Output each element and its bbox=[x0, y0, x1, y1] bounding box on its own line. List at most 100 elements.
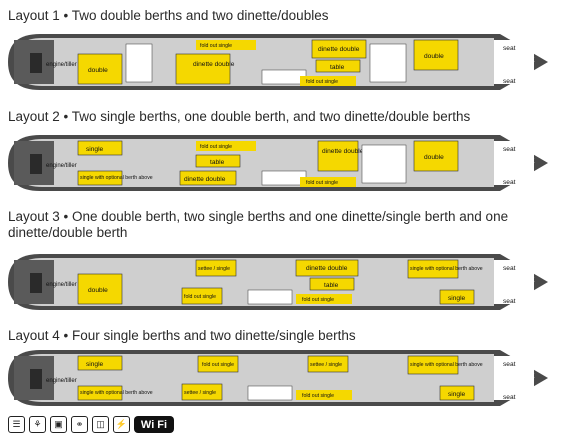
room-label: double bbox=[88, 287, 108, 294]
room-label: fold out single bbox=[200, 43, 232, 49]
berth-single-1 bbox=[77, 355, 123, 371]
berth-fold-out-single-1 bbox=[181, 287, 223, 305]
seat-label: seat bbox=[503, 361, 516, 368]
room-label: table bbox=[210, 159, 225, 166]
berth-single-fwd bbox=[439, 289, 475, 305]
berth-single-optional bbox=[407, 355, 459, 375]
layout-4-boat-plan: engine/tiller WELL DECK seat seat single… bbox=[8, 350, 548, 406]
room-label: settee / single bbox=[198, 266, 230, 272]
room-label: single with optional berth above bbox=[80, 390, 153, 396]
table bbox=[309, 277, 355, 291]
seat-label: seat bbox=[503, 394, 516, 401]
layout-3-title-text: Layout 3 • One double berth, two single … bbox=[8, 209, 509, 240]
layout-4-title: Layout 4 • Four single berths and two di… bbox=[8, 328, 356, 343]
engine-tiller-label: engine/tiller bbox=[46, 62, 77, 68]
galley bbox=[261, 170, 307, 186]
room-label: fold out single bbox=[184, 294, 216, 300]
berth-double-fwd bbox=[413, 140, 459, 172]
seat-label: seat bbox=[503, 265, 516, 272]
seat-label: seat bbox=[503, 146, 516, 153]
table bbox=[195, 154, 241, 168]
layout-1-boat-plan: engine/tiller WELL DECK seat seat double… bbox=[8, 34, 548, 90]
key-icon: ⚭ bbox=[71, 416, 88, 433]
radiator-icon: ☰ bbox=[8, 416, 25, 433]
layout-3-boat-plan: engine/tiller WELL DECK seat seat double… bbox=[8, 254, 548, 310]
berth-fold-out-single-2 bbox=[300, 76, 356, 86]
room-label: single with optional berth above bbox=[80, 175, 153, 181]
room-label: dinette double bbox=[193, 61, 235, 68]
well-deck-label: WELL DECK bbox=[499, 278, 535, 284]
berth-dinette-double-1 bbox=[179, 170, 237, 186]
room-label: fold out single bbox=[200, 144, 232, 150]
room-label: fold out single bbox=[302, 297, 334, 303]
layout-2-title: Layout 2 • Two single berths, one double… bbox=[8, 109, 471, 124]
well-deck bbox=[494, 40, 534, 84]
room-label: single bbox=[86, 361, 104, 368]
berth-single-optional bbox=[407, 259, 459, 279]
berth-dinette-double-1 bbox=[175, 53, 231, 85]
well-deck-label: WELL DECK bbox=[499, 159, 535, 165]
room-label: double bbox=[424, 53, 444, 60]
room-label: double bbox=[88, 67, 108, 74]
engine-tiller-label: engine/tiller bbox=[46, 378, 77, 384]
well-deck bbox=[494, 141, 534, 185]
berth-double-aft bbox=[77, 273, 123, 305]
tv-icon: ▣ bbox=[50, 416, 67, 433]
berth-fold-out-single-2 bbox=[296, 294, 352, 304]
room-label: single bbox=[448, 295, 466, 302]
berth-dinette-double bbox=[295, 259, 359, 277]
room-label: single bbox=[448, 391, 466, 398]
berth-fold-out-single-1 bbox=[197, 355, 239, 373]
layout-3-title: Layout 3 • One double berth, two single … bbox=[8, 209, 568, 241]
table bbox=[315, 59, 361, 73]
room-label: dinette double bbox=[322, 148, 364, 155]
seat-label: seat bbox=[503, 298, 516, 305]
room-label: single with optional berth above bbox=[410, 266, 483, 272]
galley bbox=[247, 289, 293, 305]
room-label: dinette double bbox=[306, 265, 348, 272]
seat-label: seat bbox=[503, 45, 516, 52]
berth-dinette-double-2 bbox=[317, 140, 359, 172]
room-label: fold out single bbox=[306, 180, 338, 186]
berth-dinette-double-2 bbox=[311, 39, 367, 59]
room-label: table bbox=[330, 64, 345, 71]
seat-label: seat bbox=[503, 179, 516, 186]
shower-icon: ⚘ bbox=[29, 416, 46, 433]
room-label: settee / single bbox=[184, 390, 216, 396]
well-deck bbox=[494, 260, 534, 304]
berth-single-2 bbox=[77, 170, 123, 186]
berth-single-fwd bbox=[439, 385, 475, 401]
well-deck-label: WELL DECK bbox=[499, 374, 535, 380]
berth-fold-out-single-2 bbox=[296, 390, 352, 400]
engine-tiller-label: engine/tiller bbox=[46, 163, 77, 169]
layout-2-boat-plan: engine/tiller WELL DECK seat seat single… bbox=[8, 135, 548, 191]
engine-tiller-label: engine/tiller bbox=[46, 282, 77, 288]
room-label: fold out single bbox=[302, 393, 334, 399]
room-label: settee / single bbox=[310, 362, 342, 368]
berth-settee-single bbox=[195, 259, 237, 277]
berth-double-aft bbox=[77, 53, 123, 85]
room-label: single with optional berth above bbox=[410, 362, 483, 368]
cabin-interior bbox=[14, 258, 494, 306]
galley bbox=[261, 69, 307, 85]
cabin-interior bbox=[14, 354, 494, 402]
room-label: fold out single bbox=[202, 362, 234, 368]
seat-label: seat bbox=[503, 78, 516, 85]
berth-fold-out-single-2 bbox=[300, 177, 356, 187]
room-label: single bbox=[86, 146, 104, 153]
well-deck-label: WELL DECK bbox=[499, 58, 535, 64]
well-deck bbox=[494, 356, 534, 400]
amenities-bar: ☰ ⚘ ▣ ⚭ ◫ ⚡ Wi Fi bbox=[8, 416, 174, 438]
wifi-icon: Wi Fi bbox=[134, 416, 174, 433]
berth-fold-out-single-1 bbox=[196, 40, 256, 50]
cooker-icon: ◫ bbox=[92, 416, 109, 433]
berth-single-2 bbox=[77, 385, 123, 401]
room-label: dinette double bbox=[318, 46, 360, 53]
room-label: dinette double bbox=[184, 176, 226, 183]
berth-double-fwd bbox=[413, 39, 459, 71]
electric-icon: ⚡ bbox=[113, 416, 130, 433]
berth-fold-out-single-1 bbox=[196, 141, 256, 151]
berth-single-1 bbox=[77, 140, 123, 156]
berth-settee-single-1 bbox=[307, 355, 349, 373]
room-label: double bbox=[424, 154, 444, 161]
